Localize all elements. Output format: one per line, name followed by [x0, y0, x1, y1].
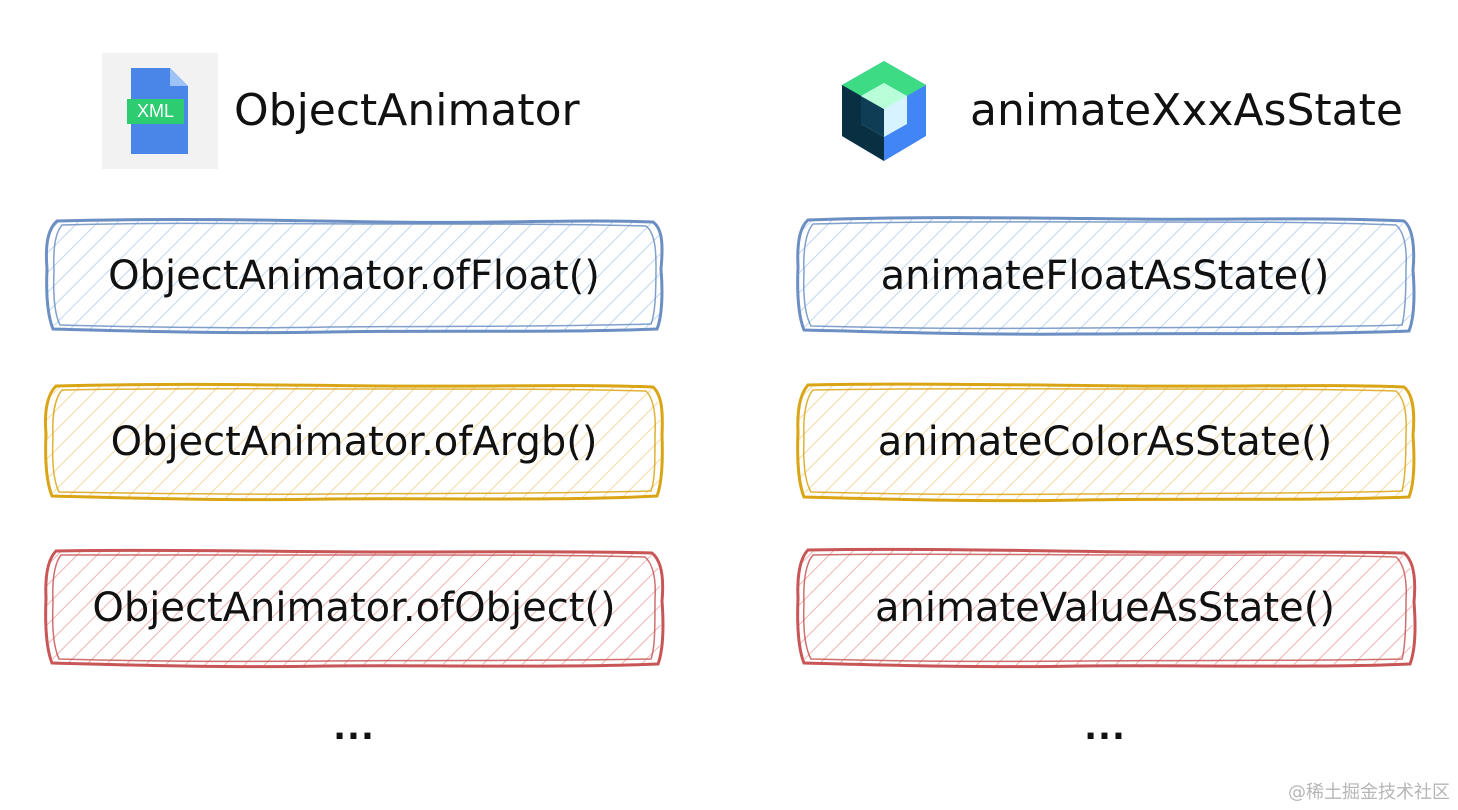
right-api-box-value: animateValueAsState() [796, 547, 1417, 669]
xml-icon-label: XML [137, 101, 174, 121]
right-column-header: animateXxxAsState [826, 52, 1403, 170]
right-column-title: animateXxxAsState [970, 85, 1403, 136]
xml-file-icon: XML [102, 53, 218, 169]
left-more-ellipsis: ... [333, 708, 375, 748]
right-api-box-float: animateFloatAsState() [796, 216, 1416, 336]
left-column-title: ObjectAnimator [234, 85, 580, 136]
right-api-box-color: animateColorAsState() [796, 382, 1416, 503]
left-api-label-argb: ObjectAnimator.ofArgb() [110, 419, 598, 465]
left-api-box-argb: ObjectAnimator.ofArgb() [44, 382, 664, 502]
left-api-label-object: ObjectAnimator.ofObject() [92, 585, 616, 631]
left-column-header: XML ObjectAnimator [102, 52, 580, 170]
watermark: @稀土掘金技术社区 [1288, 782, 1450, 803]
right-api-label-float: animateFloatAsState() [880, 253, 1330, 299]
left-api-label-float: ObjectAnimator.ofFloat() [108, 253, 600, 299]
left-api-box-float: ObjectAnimator.ofFloat() [44, 216, 664, 336]
left-api-box-object: ObjectAnimator.ofObject() [44, 548, 665, 669]
right-api-label-value: animateValueAsState() [875, 585, 1335, 631]
right-more-ellipsis: ... [1084, 708, 1126, 748]
right-api-label-color: animateColorAsState() [877, 419, 1333, 465]
jetpack-compose-icon [826, 53, 942, 169]
